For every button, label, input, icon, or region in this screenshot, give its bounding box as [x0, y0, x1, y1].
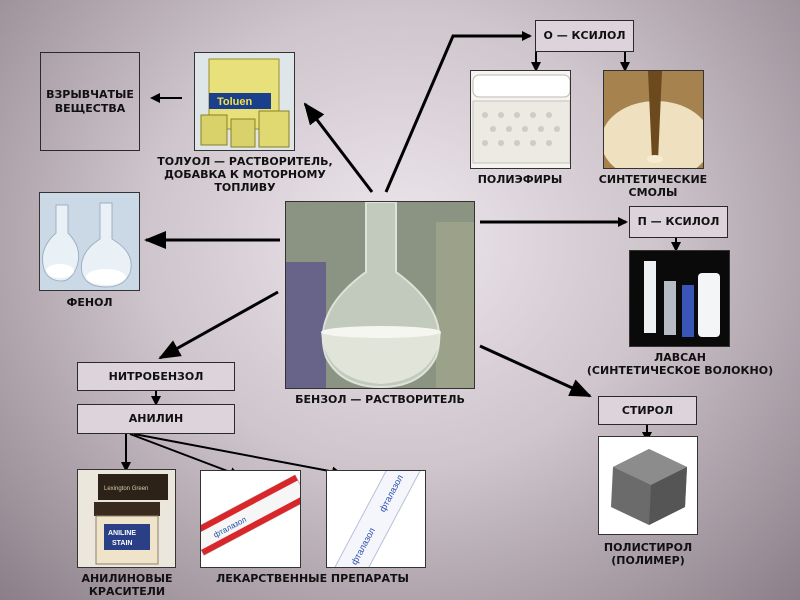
explosives-box: ВЗРЫВЧАТЫЕ ВЕЩЕСТВА [40, 52, 140, 151]
svg-text:STAIN: STAIN [112, 540, 132, 547]
aniline-stain-jar-icon: Lexington Green ANILINE STAIN [78, 470, 175, 567]
flask-icon [286, 202, 474, 388]
phenol-photo [39, 192, 140, 291]
polystyrene-block-icon [599, 437, 697, 534]
drugs-photo-2: фталазол фталазол [326, 470, 426, 568]
resin-pour-icon [604, 71, 703, 168]
arrow-to-drugs-2 [133, 433, 342, 477]
drugs-caption: ЛЕКАРСТВЕННЫЕ ПРЕПАРАТЫ [216, 572, 409, 585]
drugs-photo-1: фталазол [200, 470, 301, 568]
lavsan-photo [629, 250, 730, 347]
lavsan-caption: ЛАВСАН (СИНТЕТИЧЕСКОЕ ВОЛОКНО) [586, 351, 774, 378]
nitrobenzene-box: НИТРОБЕНЗОЛ [77, 362, 235, 391]
dyes-photo: Lexington Green ANILINE STAIN [77, 469, 176, 568]
resins-photo [603, 70, 704, 169]
p-xylene-box: П — КСИЛОЛ [629, 206, 728, 238]
polystyrene-caption: ПОЛИСТИРОЛ (ПОЛИМЕР) [603, 541, 693, 568]
polystyrene-photo [598, 436, 698, 535]
pill-strip-icon: фталазол фталазол [327, 471, 425, 567]
phenol-flasks-icon [40, 193, 139, 290]
svg-text:Toluen: Toluen [217, 96, 253, 108]
spools-icon [630, 251, 729, 346]
pill-blister-icon: фталазол [201, 471, 300, 567]
arrow-to-drugs-1 [129, 433, 240, 477]
toluene-caption: ТОЛУОЛ — РАСТВОРИТЕЛЬ, ДОБАВКА К МОТОРНО… [157, 155, 333, 195]
phenol-caption: ФЕНОЛ [66, 296, 113, 309]
arrow-to-nitrobenzene [158, 290, 279, 360]
resins-caption: СИНТЕТИЧЕСКИЕ СМОЛЫ [598, 173, 708, 200]
toluene-cans-icon: Toluen [200, 58, 290, 148]
benzene-flask-photo [285, 201, 475, 389]
arrow-to-styrene [479, 344, 592, 398]
dyes-caption: АНИЛИНОВЫЕ КРАСИТЕЛИ [81, 572, 173, 599]
benzene-caption: БЕНЗОЛ — РАСТВОРИТЕЛЬ [295, 393, 465, 406]
arrow-to-o-xylene [384, 31, 532, 193]
mattress-icon [471, 71, 570, 168]
styrene-box: СТИРОЛ [598, 396, 697, 425]
aniline-box: АНИЛИН [77, 404, 235, 434]
polyesters-caption: ПОЛИЭФИРЫ [477, 173, 563, 186]
polyesters-photo [470, 70, 571, 169]
o-xylene-box: О — КСИЛОЛ [535, 20, 634, 52]
arrow-to-toluene [303, 102, 374, 193]
svg-text:ANILINE: ANILINE [108, 530, 136, 537]
svg-text:Lexington Green: Lexington Green [104, 486, 148, 492]
toluene-photo: Toluen [194, 52, 295, 151]
